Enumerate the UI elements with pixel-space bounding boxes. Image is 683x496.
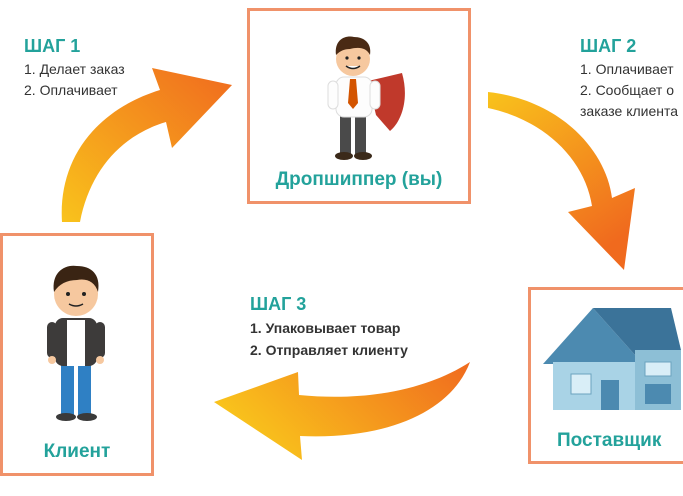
dropshipper-figure <box>327 36 405 160</box>
dropshipper-label: Дропшиппер (вы) <box>275 169 443 190</box>
client-figure <box>47 265 105 421</box>
step-1-title: ШАГ 1 <box>24 36 81 56</box>
step-2-line-2: 2. Сообщает о <box>580 82 674 98</box>
step-2-line-1: 1. Оплачивает <box>580 61 674 77</box>
step-2-line-3: заказе клиента <box>580 103 679 119</box>
step-3-title: ШАГ 3 <box>250 294 307 314</box>
step-1-line-1: 1. Делает заказ <box>24 61 125 77</box>
step-1-line-2: 2. Оплачивает <box>24 82 118 98</box>
step-3-line-1: 1. Упаковывает товар <box>250 320 401 336</box>
step-3-line-2: 2. Отправляет клиенту <box>250 342 408 358</box>
supplier-label: Поставщик <box>557 430 662 451</box>
arrow-step-3 <box>214 362 470 460</box>
supplier-node: Поставщик <box>528 287 683 464</box>
client-label: Клиент <box>43 441 111 462</box>
arrow-step-1 <box>61 68 232 222</box>
arrow-step-2 <box>488 92 635 270</box>
dropshipper-node: Дропшиппер (вы) <box>247 8 471 204</box>
client-node: Клиент <box>0 233 154 476</box>
step-2-title: ШАГ 2 <box>580 36 637 56</box>
house-icon <box>543 308 681 410</box>
